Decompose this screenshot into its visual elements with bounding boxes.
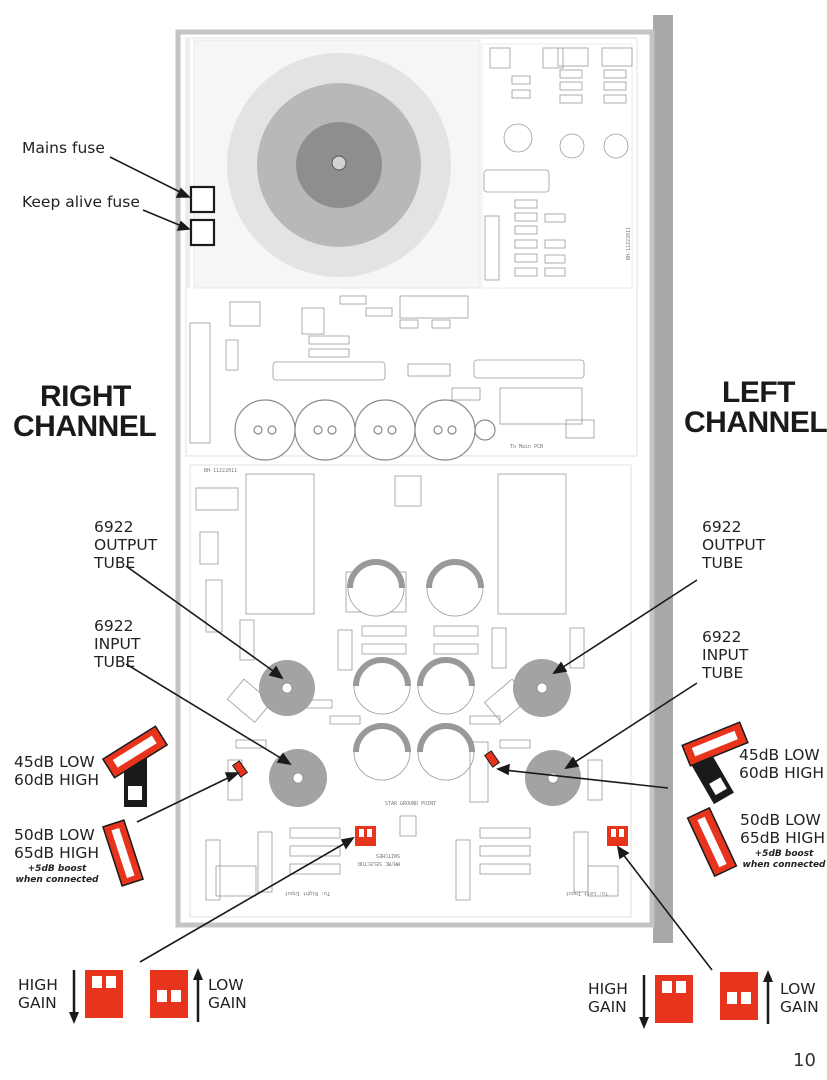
right-jumper-pos-b-line2: 65dB HIGH (14, 844, 100, 862)
right-output-tube-role: OUTPUT (94, 536, 158, 554)
left-dip-high-line1: HIGH (588, 980, 628, 998)
left-jumper-pos-a-label: 45dB LOW 60dB HIGH (739, 746, 824, 782)
left-output-tube-role: OUTPUT (702, 536, 766, 554)
chassis-outline (175, 29, 655, 928)
left-output-tube-label: 6922 OUTPUT TUBE (702, 518, 765, 572)
chassis-side-strip (653, 15, 673, 943)
right-boost-note: +5dB boost when connected (12, 864, 102, 886)
pcb-board-id-top: BH-11222011 (626, 227, 632, 260)
pcb-left-input: To: Left Input (566, 890, 608, 896)
left-jumper-pos-a-line2: 60dB HIGH (739, 764, 825, 782)
power-board-components (189, 43, 633, 444)
left-output-tube-type: 6922 (702, 518, 742, 536)
page-number: 10 (793, 1050, 816, 1071)
left-dip-high-label: HIGH GAIN (588, 980, 628, 1016)
left-jumper-pos-b-line2: 65dB HIGH (740, 829, 826, 847)
left-input-tube-type: 6922 (702, 628, 742, 646)
right-dip-low-label: LOW GAIN (208, 976, 247, 1012)
left-jumper-on-board (484, 750, 500, 768)
keep-alive-fuse-label: Keep alive fuse (22, 193, 140, 211)
left-boost-line2: when connected (742, 860, 826, 870)
right-boost-line1: +5dB boost (27, 864, 87, 874)
left-boost-line1: +5dB boost (754, 849, 814, 859)
left-channel-line2: CHANNEL (684, 406, 827, 439)
right-dip-high-line1: HIGH (18, 976, 58, 994)
right-jumper-on-board (232, 760, 248, 778)
right-output-tube-label: 6922 OUTPUT TUBE (94, 518, 157, 572)
right-dip-on-board (355, 826, 376, 846)
left-channel-line1: LEFT (722, 376, 796, 409)
amp-board-outline (189, 464, 632, 918)
left-dip-low-line2: GAIN (780, 998, 819, 1016)
pcb-switches: SWITCHES (376, 852, 400, 858)
left-dip-low-line1: LOW (780, 980, 816, 998)
left-jumper-pos-b-line1: 50dB LOW (740, 811, 821, 829)
right-channel-line2: CHANNEL (13, 410, 157, 443)
mains-fuse-label: Mains fuse (22, 139, 105, 157)
right-channel-heading: RIGHT CHANNEL (13, 380, 157, 442)
left-jumper-pos-b-graphic (686, 806, 738, 878)
right-input-tube-type: 6922 (94, 617, 134, 635)
mains-fuse-box (189, 185, 216, 214)
left-dip-high-graphic (639, 975, 693, 1029)
left-output-tube-word: TUBE (702, 554, 744, 572)
right-output-tube-type: 6922 (94, 518, 134, 536)
left-jumper-pos-a-line1: 45dB LOW (739, 746, 820, 764)
left-jumper-pos-a-graphic (681, 721, 749, 805)
left-input-tube-word: TUBE (702, 664, 744, 682)
right-jumper-pos-b-line1: 50dB LOW (14, 826, 95, 844)
annotation-arrows (109, 156, 713, 971)
left-dip-low-graphic (720, 970, 773, 1024)
left-input-tube-label: 6922 INPUT TUBE (702, 628, 748, 682)
keep-alive-fuse-box (189, 218, 216, 247)
right-channel-line1: RIGHT (40, 380, 131, 413)
amp-board-components (195, 473, 619, 901)
right-dip-low-line2: GAIN (208, 994, 247, 1012)
right-input-tube-role: INPUT (94, 635, 141, 653)
left-channel-heading: LEFT CHANNEL (684, 376, 827, 438)
right-dip-high-graphic (69, 970, 123, 1024)
pcb-mm-mc-selector: MM/MC SELECTOR (357, 860, 400, 866)
right-input-tube-word: TUBE (94, 653, 136, 671)
transformer-bolt (331, 155, 347, 171)
right-jumper-pos-a-line2: 60dB HIGH (14, 771, 100, 789)
right-jumper-pos-b-label: 50dB LOW 65dB HIGH (14, 826, 99, 862)
right-jumper-pos-b-graphic (102, 819, 144, 887)
left-dip-on-board (607, 826, 628, 846)
pcb-to-main-pcb: To Main PCB (510, 444, 543, 450)
power-capacitors (234, 399, 496, 461)
pcb-star-ground: STAR GROUND POINT (385, 801, 436, 807)
right-jumper-pos-a-label: 45dB LOW 60dB HIGH (14, 753, 99, 789)
left-dip-low-label: LOW GAIN (780, 980, 819, 1016)
right-jumper-pos-a-graphic (101, 725, 169, 807)
right-dip-low-graphic (150, 968, 203, 1022)
pcb-board-id-bottom: BH-11222011 (204, 468, 237, 474)
right-dip-high-line2: GAIN (18, 994, 57, 1012)
left-input-tube-role: INPUT (702, 646, 749, 664)
pcb-right-input: To: Right Input (285, 890, 330, 896)
right-dip-low-line1: LOW (208, 976, 244, 994)
right-output-tube-word: TUBE (94, 554, 136, 572)
left-dip-high-line2: GAIN (588, 998, 627, 1016)
right-dip-high-label: HIGH GAIN (18, 976, 58, 1012)
right-boost-line2: when connected (15, 875, 99, 885)
left-boost-note: +5dB boost when connected (737, 849, 827, 871)
left-jumper-pos-b-label: 50dB LOW 65dB HIGH (740, 811, 825, 847)
right-jumper-pos-a-line1: 45dB LOW (14, 753, 95, 771)
right-input-tube-label: 6922 INPUT TUBE (94, 617, 140, 671)
